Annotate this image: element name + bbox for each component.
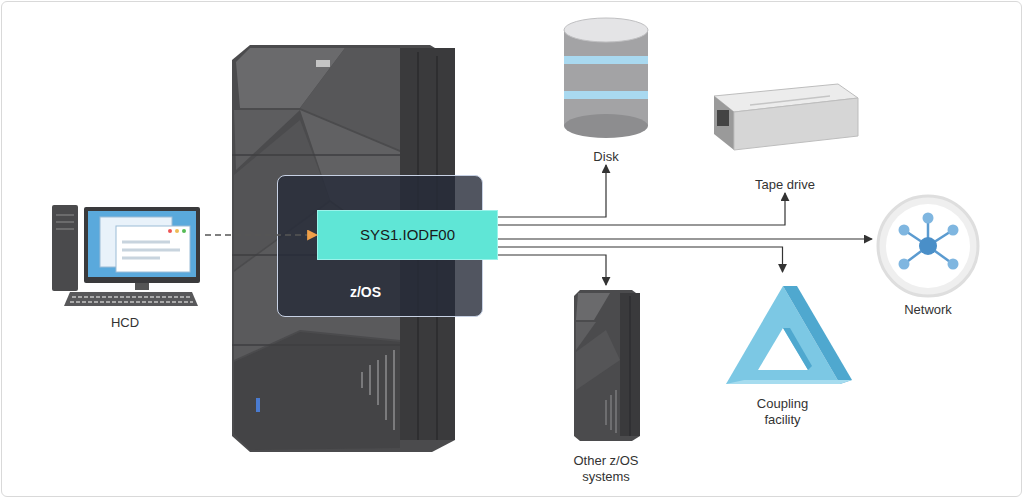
node-label: Tape drive (755, 177, 815, 193)
vent-slot (393, 350, 395, 430)
node-label: Coupling facility (740, 396, 826, 428)
monitor-stand (135, 283, 149, 290)
connector-arrow (498, 165, 606, 217)
mainframe-facet (234, 332, 400, 450)
tape-slot (717, 110, 729, 126)
dataset-box: SYS1.IODF00 (317, 210, 498, 260)
system-label: z/OS (308, 284, 423, 300)
vent-slot (385, 355, 387, 420)
coupling-node: Coupling facility (720, 272, 845, 428)
node-label: Disk (593, 149, 618, 165)
tower-slot (56, 221, 74, 223)
disk-bottom (564, 114, 648, 138)
disk-top (564, 18, 648, 42)
tape-side (734, 98, 858, 150)
mainframe-seam (232, 154, 400, 156)
vent-slot (615, 390, 617, 433)
network-point (923, 213, 934, 224)
tape-front (714, 96, 734, 150)
window-line (122, 241, 170, 244)
system-box: z/OS SYS1.IODF00 (277, 175, 483, 317)
mainframe-logo (316, 60, 330, 67)
server-facet (576, 293, 610, 320)
server-node: Other z/OS systems (560, 285, 652, 485)
vent-slot (377, 360, 379, 405)
connector-arrow (498, 238, 872, 239)
tape-ridge (750, 96, 830, 105)
window-dot (182, 229, 186, 233)
connector-arrow (498, 255, 606, 285)
screen-window (116, 226, 190, 272)
triangle-facet (726, 380, 852, 384)
network-spokes (904, 218, 953, 264)
window-dot (168, 229, 172, 233)
network-ring (878, 196, 978, 296)
network-point (948, 225, 959, 236)
tower-slot (56, 228, 74, 230)
vent-slot (605, 400, 607, 425)
server-illustration (574, 290, 640, 441)
mainframe-light (256, 398, 260, 412)
connector-arrow (498, 193, 785, 225)
network-point (899, 225, 910, 236)
computer-monitor (84, 207, 200, 283)
vent-slot (369, 365, 371, 395)
tape-illustration (714, 84, 858, 150)
mainframe-vents (362, 350, 394, 430)
disk-band (564, 56, 648, 64)
disk-node: Disk (560, 15, 652, 165)
server-facet (576, 330, 620, 390)
window-line (122, 257, 160, 260)
network-disc (886, 204, 970, 288)
network-point (948, 259, 959, 270)
network-node: Network (872, 192, 984, 318)
disk-body (564, 30, 648, 126)
node-label: Other z/OS systems (566, 453, 646, 485)
server-side (620, 293, 640, 436)
server-body (574, 290, 640, 441)
coupling-illustration (726, 286, 852, 384)
disk-band (564, 91, 648, 99)
monitor-screen (88, 211, 196, 277)
keyboard-keys (70, 301, 193, 303)
vent-slot (610, 395, 612, 430)
keyboard-keys (72, 296, 190, 298)
computer-node: HCD (45, 195, 205, 331)
mainframe-seam (232, 344, 400, 346)
tape-node: Tape drive (705, 75, 865, 193)
window-line (122, 249, 180, 252)
network-illustration (878, 196, 978, 296)
computer-illustration (52, 205, 200, 306)
keyboard (64, 292, 198, 306)
connector-arrow (205, 234, 317, 235)
server-seam (629, 296, 631, 436)
node-label: HCD (111, 315, 139, 331)
dataset-name: SYS1.IODF00 (360, 227, 455, 243)
server-vents (606, 390, 616, 433)
disk-illustration (564, 18, 648, 138)
window-dot (175, 229, 179, 233)
tower-slot (56, 214, 74, 216)
network-hub (919, 237, 937, 255)
node-label: Network (904, 302, 952, 318)
computer-tower (52, 205, 78, 291)
network-point (899, 259, 910, 270)
triangle-facet (783, 328, 812, 370)
connector-arrow (498, 247, 783, 272)
vent-slot (361, 372, 363, 388)
